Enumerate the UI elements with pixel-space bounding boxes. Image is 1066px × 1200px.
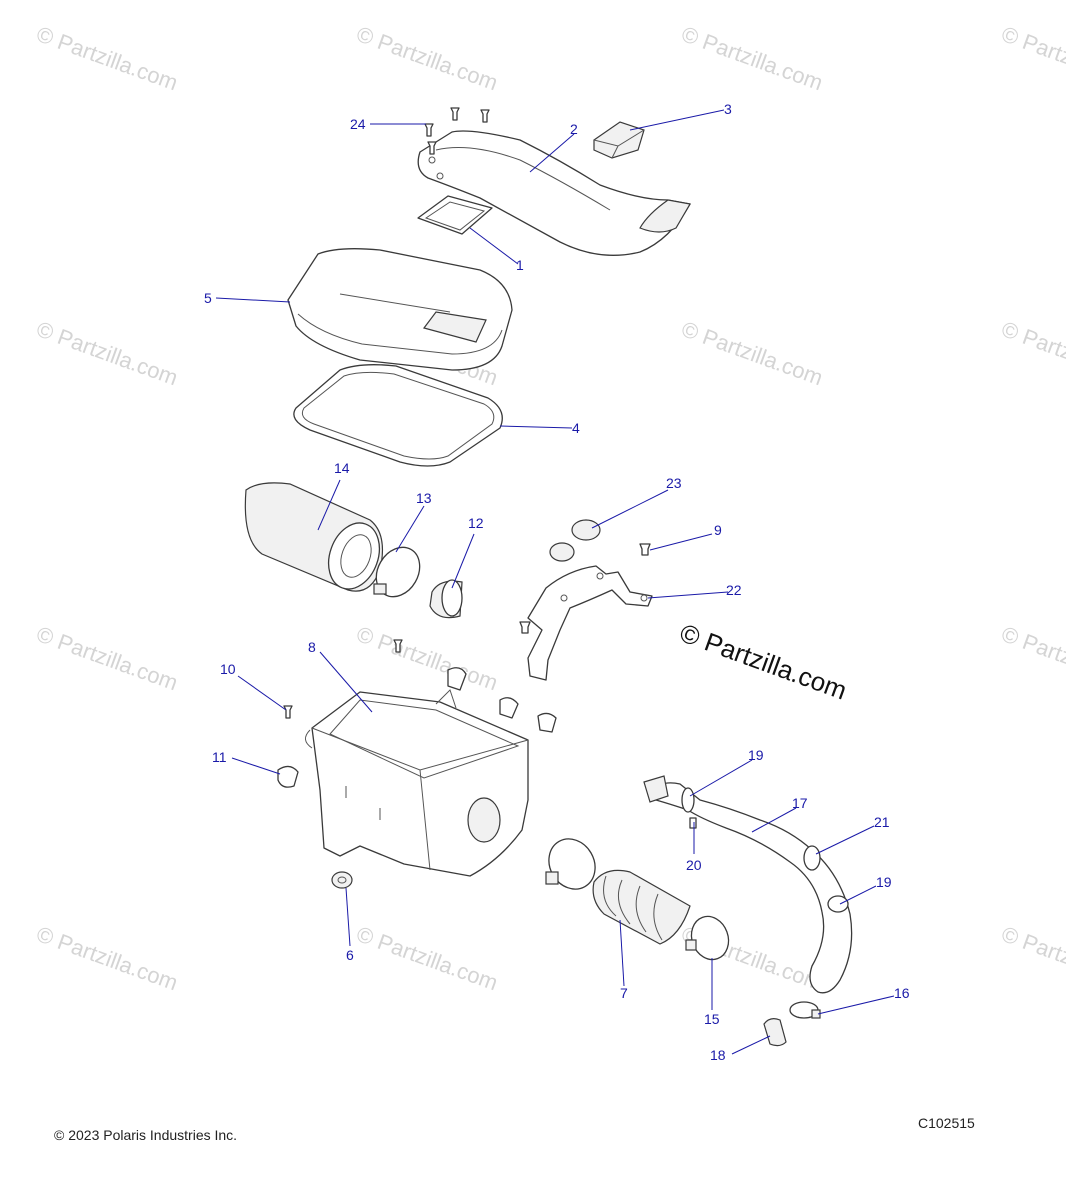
callout-20: 20 [686,857,702,873]
callout-4: 4 [572,420,580,436]
part-airbox-cover [287,248,513,371]
part-clamp-15 [685,915,730,961]
part-intake-duct [417,130,691,256]
watermark: © Partzilla.com [998,316,1066,390]
callout-5: 5 [204,290,212,306]
watermark: © Partzilla.com [33,316,181,390]
part-boot [592,869,691,945]
callout-11: 11 [212,749,227,765]
callout-18: 18 [710,1047,726,1063]
callout-23: 23 [666,475,682,491]
part-bracket-bolt [519,621,531,634]
callout-21: 21 [874,814,890,830]
part-bracket [527,565,653,681]
callout-9: 9 [714,522,722,538]
copyright-notice: © 2023 Polaris Industries Inc. [54,1127,238,1143]
watermark: © Partzilla.com [353,21,501,95]
watermark: © Partzilla.com [998,921,1066,995]
callout-17: 17 [792,795,808,811]
callout-3: 3 [724,101,732,117]
part-clamp-7 [545,838,596,890]
watermark: © Partzilla.com [353,921,501,995]
callout-numbers: 1 2 3 4 5 6 7 8 9 10 11 12 13 14 15 16 1… [204,101,910,1063]
part-coupler-12 [429,579,463,619]
part-airbox [305,689,529,877]
part-breather-hose [643,775,853,994]
callout-19-upper: 19 [748,747,764,763]
part-screws [424,107,490,155]
callout-19-lower: 19 [876,874,892,890]
part-clamp-16 [789,1001,821,1019]
callout-10: 10 [220,661,236,677]
callout-14: 14 [334,460,350,476]
watermark: © Partzilla.com [353,621,501,695]
part-clamp-13 [373,546,421,598]
watermark: © Partzilla.com [678,316,826,390]
part-gasket [417,195,493,235]
diagram-code: C102515 [918,1115,975,1131]
watermark: © Partzilla.com [998,21,1066,95]
callout-6: 6 [346,947,354,963]
watermark: © Partzilla.com [998,621,1066,695]
watermark: © Partzilla.com [678,21,826,95]
callout-12: 12 [468,515,484,531]
watermark: © Partzilla.com [33,921,181,995]
center-watermark: © Partzilla.com [676,617,851,705]
part-plug-18 [763,1018,787,1047]
watermark: © Partzilla.com [33,21,181,95]
leader-lines [215,109,895,1055]
part-caps [549,519,601,562]
callout-22: 22 [726,582,742,598]
callout-15: 15 [704,1011,720,1027]
callout-24: 24 [350,116,366,132]
part-clips [277,639,557,788]
callout-2: 2 [570,121,578,137]
part-seal [293,364,503,467]
part-air-filter [244,482,383,592]
part-bolt-9 [639,543,651,556]
callout-1: 1 [516,257,524,273]
part-grommet-6 [331,871,353,889]
callout-16: 16 [894,985,910,1001]
watermark: © Partzilla.com [33,621,181,695]
part-foam-pad [593,121,645,159]
callout-7: 7 [620,985,628,1001]
callout-8: 8 [308,639,316,655]
callout-13: 13 [416,490,432,506]
